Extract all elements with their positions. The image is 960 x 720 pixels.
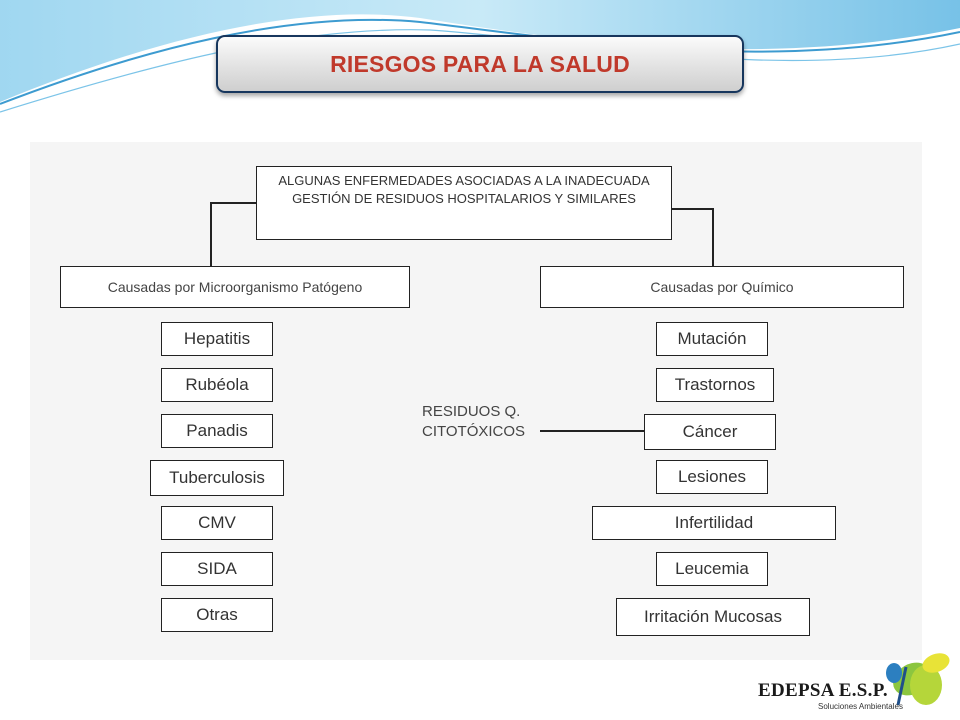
category-chemical: Causadas por Químico <box>540 266 904 308</box>
item-label: Cáncer <box>682 422 738 441</box>
item-trastornos: Trastornos <box>656 368 774 402</box>
item-label: Hepatitis <box>183 329 251 348</box>
item-label: Panadis <box>186 421 248 440</box>
item-label: Leucemia <box>675 559 749 578</box>
category-chemical-label: Causadas por Químico <box>650 279 794 295</box>
category-microorganism: Causadas por Microorganismo Patógeno <box>60 266 410 308</box>
item-label: Otras <box>196 605 238 624</box>
item-lesiones: Lesiones <box>656 460 768 494</box>
item-label: Trastornos <box>674 375 756 394</box>
logo-company-name: EDEPSA E.S.P. <box>758 680 888 701</box>
connector-line <box>712 208 714 266</box>
item-label: Lesiones <box>677 467 747 486</box>
disease-diagram: ALGUNAS ENFERMEDADES ASOCIADAS A LA INAD… <box>30 142 922 660</box>
slide-title-box: RIESGOS PARA LA SALUD <box>216 35 744 93</box>
item-label: Infertilidad <box>674 513 754 532</box>
diagram-root-text: ALGUNAS ENFERMEDADES ASOCIADAS A LA INAD… <box>278 173 650 206</box>
category-microorganism-label: Causadas por Microorganismo Patógeno <box>107 279 363 295</box>
item-panadis: Panadis <box>161 414 273 448</box>
connector-line <box>672 208 714 210</box>
logo-tagline: Soluciones Ambientales <box>818 702 903 711</box>
item-infertilidad: Infertilidad <box>592 506 836 540</box>
item-leucemia: Leucemia <box>656 552 768 586</box>
item-label: CMV <box>198 513 236 532</box>
slide-title: RIESGOS PARA LA SALUD <box>330 50 630 77</box>
edepsa-logo-icon <box>886 653 950 706</box>
connector-line <box>210 202 256 204</box>
header-swoosh-decoration <box>0 0 960 113</box>
item-tuberculosis: Tuberculosis <box>150 460 284 496</box>
item-otras: Otras <box>161 598 273 632</box>
item-cancer: Cáncer <box>644 414 776 450</box>
item-rubeola: Rubéola <box>161 368 273 402</box>
item-sida: SIDA <box>161 552 273 586</box>
item-label: Tuberculosis <box>169 468 265 487</box>
item-cmv: CMV <box>161 506 273 540</box>
item-mutacion: Mutación <box>656 322 768 356</box>
cytotoxic-waste-label: RESIDUOS Q. CITOTÓXICOS <box>422 403 526 440</box>
item-label: Rubéola <box>185 375 249 394</box>
item-label: Mutación <box>677 329 747 348</box>
item-label: SIDA <box>197 559 237 578</box>
cytotoxic-connector-line <box>540 430 644 432</box>
item-hepatitis: Hepatitis <box>161 322 273 356</box>
item-irritacion-mucosas: Irritación Mucosas <box>616 598 810 636</box>
item-label: Irritación Mucosas <box>644 607 782 626</box>
connector-line <box>210 202 212 266</box>
diagram-root-box: ALGUNAS ENFERMEDADES ASOCIADAS A LA INAD… <box>256 166 672 240</box>
